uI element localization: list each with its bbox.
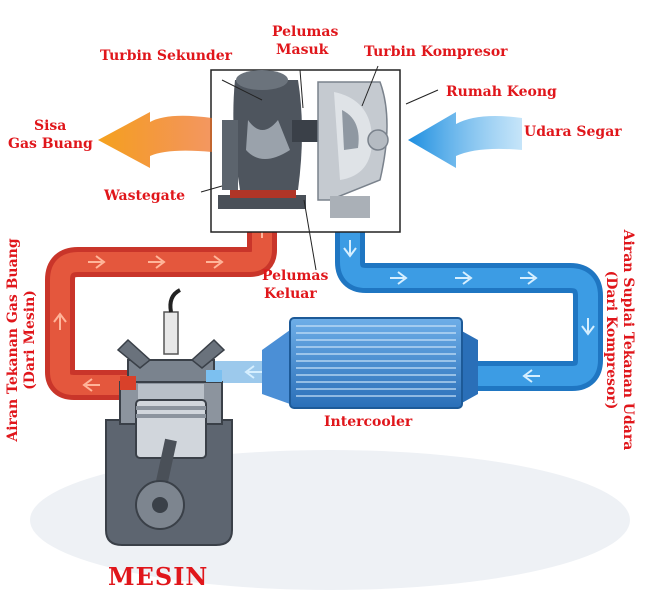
label-pelumas-keluar-1: Pelumas xyxy=(262,268,329,284)
engine xyxy=(105,288,233,546)
intake-flow-arrows xyxy=(244,240,595,383)
label-pelumas-keluar-2: Keluar xyxy=(264,286,317,302)
intercooler xyxy=(262,317,478,409)
compressor-housing xyxy=(317,81,389,218)
label-turbin-sekunder: Turbin Sekunder xyxy=(100,48,232,64)
label-left-vertical-line2: (Dari Mesin) xyxy=(22,290,38,390)
label-mesin: MESIN xyxy=(108,562,209,591)
fresh-air-arrow xyxy=(408,112,522,168)
label-right-vertical-line2: (Dari Kompresor) xyxy=(603,270,619,410)
label-pointers xyxy=(200,65,439,271)
label-left-vertical-line1: Airan Tekanan Gas Buang xyxy=(5,238,21,442)
label-pelumas-masuk-1: Pelumas xyxy=(272,24,339,40)
exhaust-out-arrow xyxy=(98,112,212,168)
label-udara-segar: Udara Segar xyxy=(524,124,622,140)
label-right-vertical-line1: Airan Suplai Tekanan Udara xyxy=(620,229,636,451)
label-pelumas-masuk-2: Masuk xyxy=(276,42,329,58)
spark-plug xyxy=(163,311,179,355)
label-right-vertical: Airan Suplai Tekanan Udara (Dari Kompres… xyxy=(602,230,636,451)
turbine-housing xyxy=(218,70,306,209)
label-sisa: Sisa xyxy=(34,118,67,134)
label-rumah-keong: Rumah Keong xyxy=(446,84,557,100)
label-wastegate: Wastegate xyxy=(104,188,186,204)
exhaust-pipe xyxy=(45,200,277,400)
label-gas-buang: Gas Buang xyxy=(8,136,93,152)
label-turbin-kompresor: Turbin Kompresor xyxy=(364,44,508,60)
label-intercooler: Intercooler xyxy=(324,414,413,430)
label-left-vertical: Airan Tekanan Gas Buang (Dari Mesin) xyxy=(5,238,39,441)
